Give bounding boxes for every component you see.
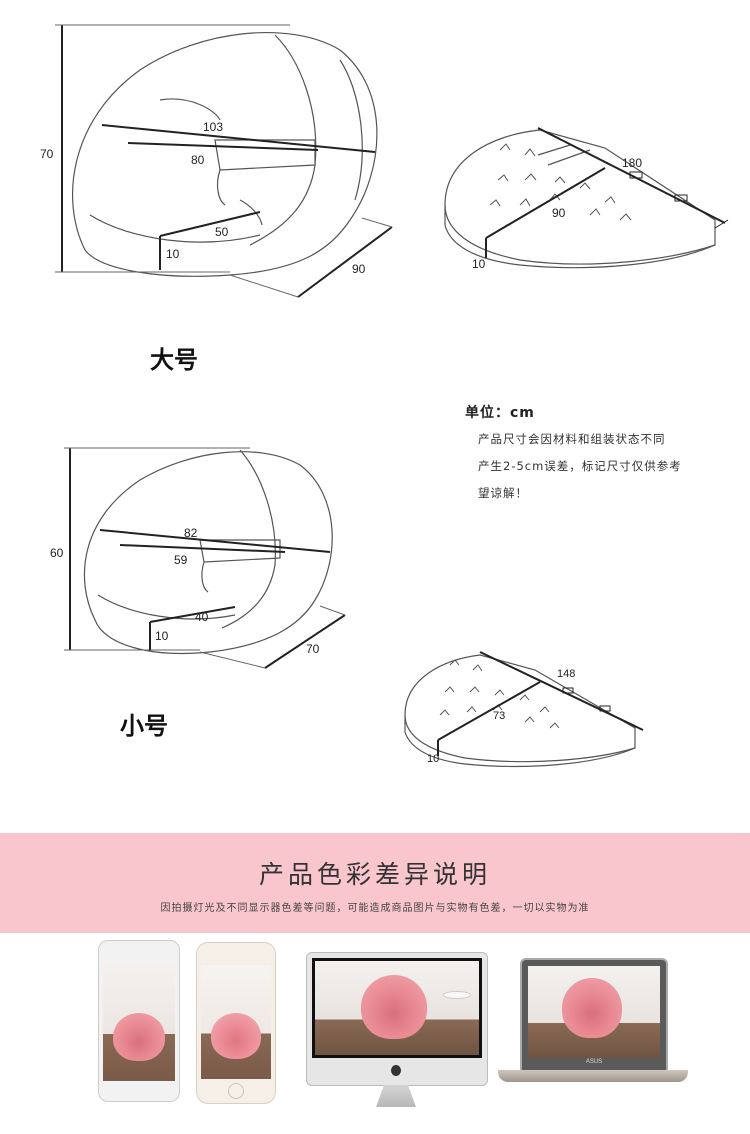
large-cushion-diagram: 180 90 10 [444,127,729,271]
small-width-label: 82 [184,526,198,540]
banner-title: 产品色彩差异说明 [258,860,491,889]
large-seat-depth-label: 50 [215,225,229,239]
laptop-device: ASUS [520,958,668,1072]
large-cushion-width-label: 90 [552,206,566,220]
small-depth-label: 70 [306,642,320,656]
laptop-chair-image [562,978,622,1038]
large-base-thickness-label: 10 [166,247,180,261]
laptop-base [498,1070,688,1082]
note-line-2: 产生2-5cm误差，标记尺寸仅供参考 [478,459,682,473]
note-line-1: 产品尺寸会因材料和组装状态不同 [478,432,666,446]
apple-logo-icon [391,1065,401,1076]
phone-2-screen [201,965,271,1079]
large-size-label: 大号 [150,346,198,374]
small-seat-depth-label: 40 [195,610,209,624]
small-cushion-diagram: 148 73 10 [404,651,644,768]
small-height-label: 60 [50,546,64,560]
color-difference-banner [0,833,750,933]
small-chair-diagram: 60 82 59 40 10 70 [50,447,346,669]
large-cushion-thickness-label: 10 [472,257,486,271]
laptop-brand-label: ASUS [585,1059,603,1065]
large-height-label: 70 [40,147,54,161]
large-cushion-length-label: 180 [622,156,642,170]
small-size-label: 小号 [120,712,168,740]
phone-2-chair-image [211,1013,261,1059]
laptop-screen [528,966,660,1058]
small-base-thickness-label: 10 [155,629,169,643]
monitor-photo [315,961,479,1055]
note-line-3: 望谅解！ [478,486,528,500]
banner-subtitle: 因拍摄灯光及不同显示器色差等问题，可能造成商品图片与实物有色差，一切以实物为准 [160,903,590,914]
large-chair-diagram: 70 103 80 50 10 90 [40,24,393,298]
small-cushion-width-label: 73 [493,710,505,722]
large-depth-label: 90 [352,262,366,276]
large-width-label: 103 [203,120,223,134]
phone-1-screen [103,963,175,1081]
monitor-stand [376,1085,416,1107]
phone-1-device [98,940,180,1102]
large-inner-width-label: 80 [191,153,205,167]
desktop-monitor-device [306,952,488,1086]
phone-1-chair-image [113,1013,165,1061]
phone-2-home-button [228,1083,244,1099]
monitor-screen [312,958,482,1058]
small-cushion-thickness-label: 10 [427,753,439,765]
small-inner-width-label: 59 [174,553,188,567]
small-cushion-length-label: 148 [557,668,575,680]
unit-title: 单位：cm [465,405,535,421]
phone-2-device [196,942,276,1104]
monitor-side-table [443,991,471,999]
monitor-chair-image [361,975,427,1039]
